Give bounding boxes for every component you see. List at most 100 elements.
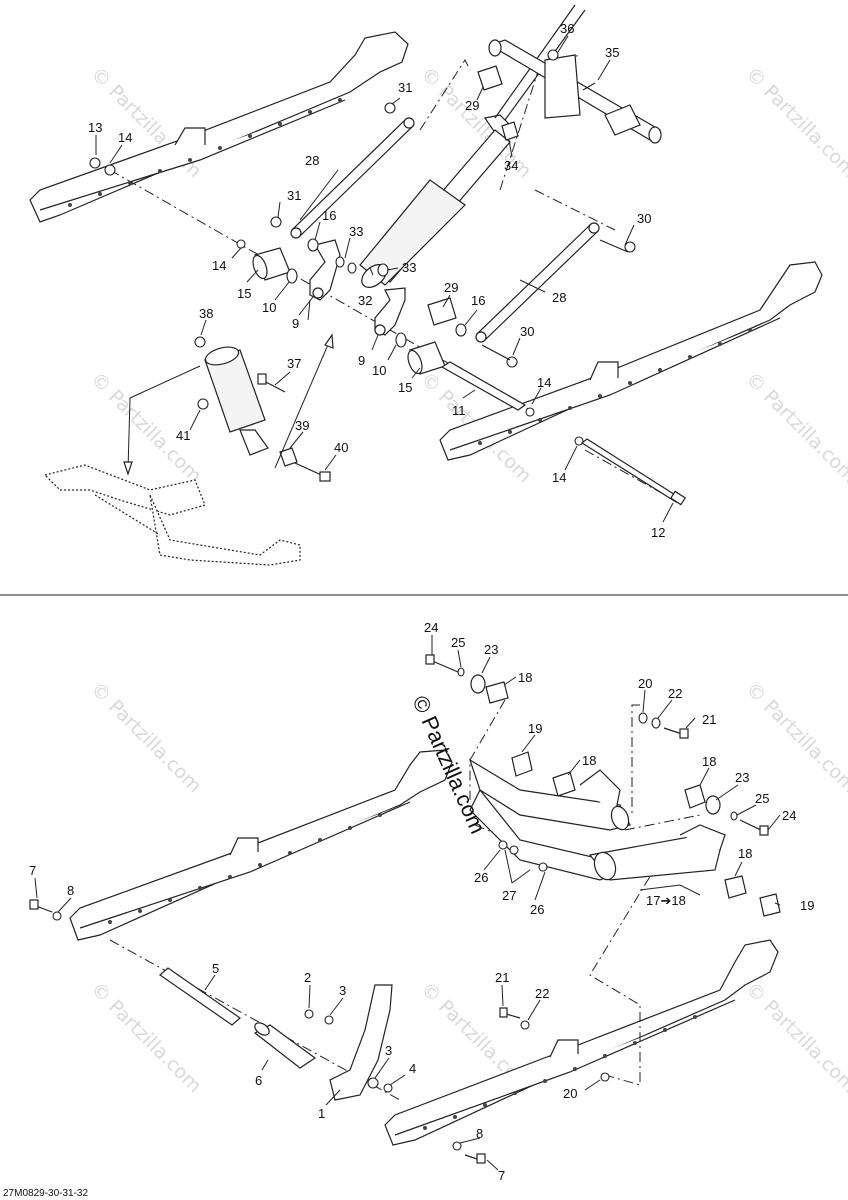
callout-11: 11: [452, 403, 466, 418]
axis-line: [499, 54, 581, 191]
spacer-29-upper: [477, 65, 503, 91]
center-shock-absorber: [359, 4, 586, 288]
bushing-18: [485, 681, 747, 899]
callout-35: 35: [605, 45, 619, 60]
bushing-19: [511, 751, 781, 917]
callout-5: 5: [212, 961, 219, 976]
bottom-assembly: [29, 654, 781, 1164]
callout-15: 15: [398, 380, 412, 395]
rail-holes: [423, 1015, 697, 1130]
callout-12: 12: [651, 525, 665, 540]
left-slide-rail: [29, 31, 409, 223]
leader-lines: [34, 35, 781, 1171]
callout-27: 27: [502, 888, 516, 903]
callout-36: 36: [560, 21, 574, 36]
callout-20: 20: [638, 676, 652, 691]
arrow-line: [127, 365, 201, 471]
callout-9: 9: [358, 353, 365, 368]
callout-14: 14: [118, 130, 132, 145]
callout-labels: 13 14 14 15 10 9 31 31 28 16 33 33 32 29…: [29, 21, 814, 1183]
callout-13: 13: [88, 120, 102, 135]
axis-line: [419, 58, 471, 131]
callout-37: 37: [287, 356, 301, 371]
callout-28: 28: [305, 153, 319, 168]
callout-26: 26: [530, 902, 544, 917]
callout-19: 19: [528, 721, 542, 736]
callout-26: 26: [474, 870, 488, 885]
axis-line: [589, 859, 661, 1086]
callout-23: 23: [735, 770, 749, 785]
link-rod-28-lower: [475, 222, 600, 343]
axis-line: [584, 449, 666, 496]
rail-holes: [108, 813, 382, 924]
reference-suspension-frame: [43, 464, 301, 566]
rail-holes: [478, 328, 752, 445]
callout-34: 34: [504, 158, 518, 173]
callout-14: 14: [212, 258, 226, 273]
watermark-layer: © Partzilla.com © Partzilla.com © Partzi…: [86, 63, 848, 1097]
callout-16: 16: [471, 293, 485, 308]
callout-33: 33: [402, 260, 416, 275]
callout-15: 15: [237, 286, 251, 301]
spacer-23: [470, 674, 721, 815]
callout-25: 25: [755, 791, 769, 806]
callout-33: 33: [349, 224, 363, 239]
watermark: © Partzilla.com: [741, 678, 848, 797]
callout-17: 17➔18: [646, 893, 686, 908]
callout-3: 3: [339, 983, 346, 998]
upper-cross-shaft: [488, 39, 662, 144]
callout-18: 18: [518, 670, 532, 685]
callout-16: 16: [322, 208, 336, 223]
callout-9: 9: [292, 316, 299, 331]
callout-7: 7: [29, 863, 36, 878]
callout-18: 18: [738, 846, 752, 861]
watermark: © Partzilla.com: [86, 978, 205, 1097]
diagram-code: 27M0829-30-31-32: [3, 1188, 88, 1199]
callout-2: 2: [304, 970, 311, 985]
callout-18: 18: [702, 754, 716, 769]
callout-10: 10: [262, 300, 276, 315]
watermark: © Partzilla.com: [741, 978, 848, 1097]
axis-line: [624, 814, 701, 831]
arrowhead: [123, 461, 133, 476]
callout-28: 28: [552, 290, 566, 305]
callout-32: 32: [358, 293, 372, 308]
callout-1: 1: [318, 1106, 325, 1121]
shaft-5: [159, 967, 241, 1026]
callout-14: 14: [552, 470, 566, 485]
callout-31: 31: [287, 188, 301, 203]
spacer-29-lower: [427, 297, 457, 326]
axis-line: [534, 189, 616, 231]
callout-20: 20: [563, 1086, 577, 1101]
callout-25: 25: [451, 635, 465, 650]
callout-38: 38: [199, 306, 213, 321]
callout-8: 8: [67, 883, 74, 898]
callout-24: 24: [782, 808, 796, 823]
callout-10: 10: [372, 363, 386, 378]
washers-bottom: [52, 667, 738, 1151]
right-slide-rail: [439, 261, 823, 461]
callout-3: 3: [385, 1043, 392, 1058]
spacer-34: [501, 121, 519, 141]
link-rod-28-upper: [290, 117, 415, 239]
arrow-line: [274, 339, 331, 469]
callout-31: 31: [398, 80, 412, 95]
axis-line: [109, 939, 401, 1101]
watermark: © Partzilla.com: [86, 678, 205, 797]
callout-23: 23: [484, 642, 498, 657]
callout-22: 22: [668, 686, 682, 701]
bolts-top: [257, 82, 687, 506]
callout-18: 18: [582, 753, 596, 768]
tube-6: [253, 1022, 317, 1069]
callout-29: 29: [465, 98, 479, 113]
arrowhead: [324, 333, 334, 349]
callout-14: 14: [537, 375, 551, 390]
top-assembly: [29, 4, 823, 566]
callout-24: 24: [424, 620, 438, 635]
bolts-bottom: [29, 654, 769, 1164]
rocker-arm-9-left: [309, 239, 341, 301]
rocker-arm-9-right: [374, 287, 406, 336]
callout-21: 21: [495, 970, 509, 985]
callout-30: 30: [520, 324, 534, 339]
